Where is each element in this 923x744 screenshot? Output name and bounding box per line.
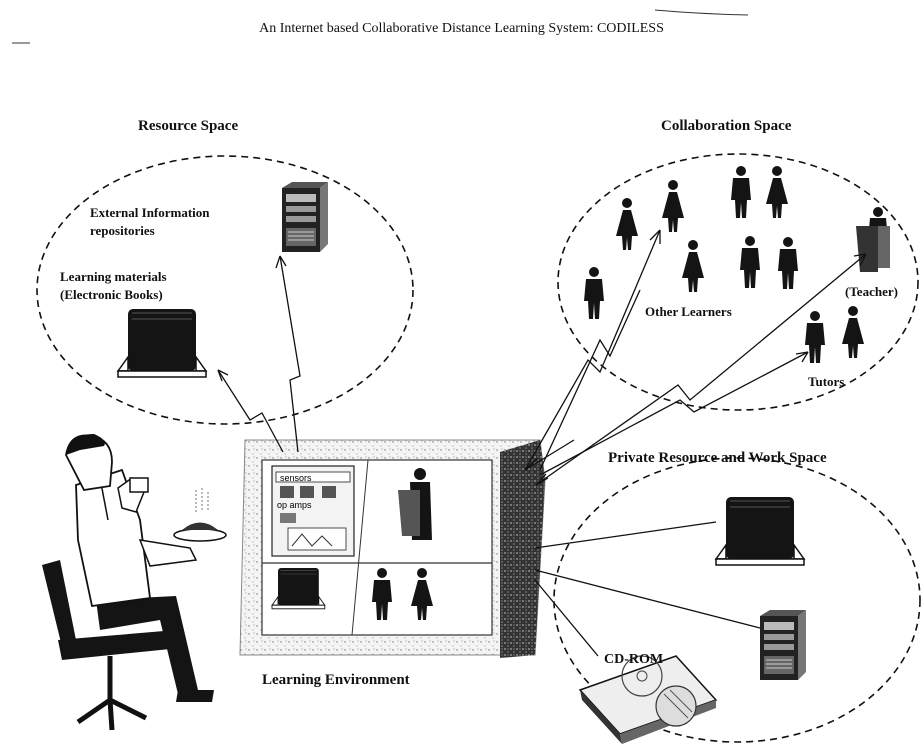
- student-figure: [42, 434, 227, 731]
- book-icon: [715, 496, 805, 566]
- person-icon: [842, 306, 864, 358]
- teacher-podium-icon: [856, 207, 890, 272]
- link-to-repository: [279, 255, 301, 453]
- person-icon: [662, 180, 684, 232]
- collaboration-space-label: Collaboration Space: [661, 118, 792, 134]
- person-icon: [740, 236, 760, 288]
- link-to-tutors: [539, 351, 809, 476]
- person-icon: [778, 237, 798, 289]
- page-title: An Internet based Collaborative Distance…: [259, 21, 664, 36]
- link-to-books: [217, 369, 284, 453]
- collaboration-space-ellipse: [557, 153, 919, 411]
- external-repositories-label-line1: External Information: [90, 205, 210, 220]
- screen-word-op-amps: op amps: [277, 500, 312, 510]
- person-icon: [584, 267, 604, 319]
- server-icon: [281, 181, 329, 253]
- external-repositories-label-line2: repositories: [90, 223, 155, 238]
- link-to-cd-rom: [534, 579, 599, 657]
- link-to-other-learners: [539, 289, 641, 471]
- tutors-label: Tutors: [808, 374, 845, 389]
- resource-space-ellipse: [36, 155, 414, 425]
- person-icon: [766, 166, 788, 218]
- person-icon: [731, 166, 751, 218]
- link-to-teacher: [535, 253, 867, 486]
- private-space-label: Private Resource and Work Space: [608, 450, 827, 466]
- person-icon: [805, 311, 825, 363]
- link-to-private-server: [534, 569, 761, 629]
- link-to-learner: [524, 229, 661, 471]
- cd-rom-label: CD-ROM: [604, 652, 664, 667]
- person-icon: [616, 198, 638, 250]
- private-space-ellipse: [553, 457, 921, 743]
- person-icon: [682, 240, 704, 292]
- cd-rom-icon: [578, 655, 718, 744]
- link-to-private-book: [534, 521, 717, 549]
- learning-environment-monitor: sensors op amps: [239, 439, 546, 658]
- other-learners-label: Other Learners: [645, 304, 732, 319]
- learning-materials-label-line2: (Electronic Books): [60, 287, 163, 302]
- screen-word-sensors: sensors: [280, 473, 312, 483]
- teacher-label: (Teacher): [845, 284, 898, 299]
- server-icon: [759, 609, 807, 681]
- learning-environment-label: Learning Environment: [262, 672, 410, 688]
- learning-materials-label-line1: Learning materials: [60, 269, 167, 284]
- resource-space-label: Resource Space: [138, 118, 239, 134]
- book-icon: [117, 308, 207, 378]
